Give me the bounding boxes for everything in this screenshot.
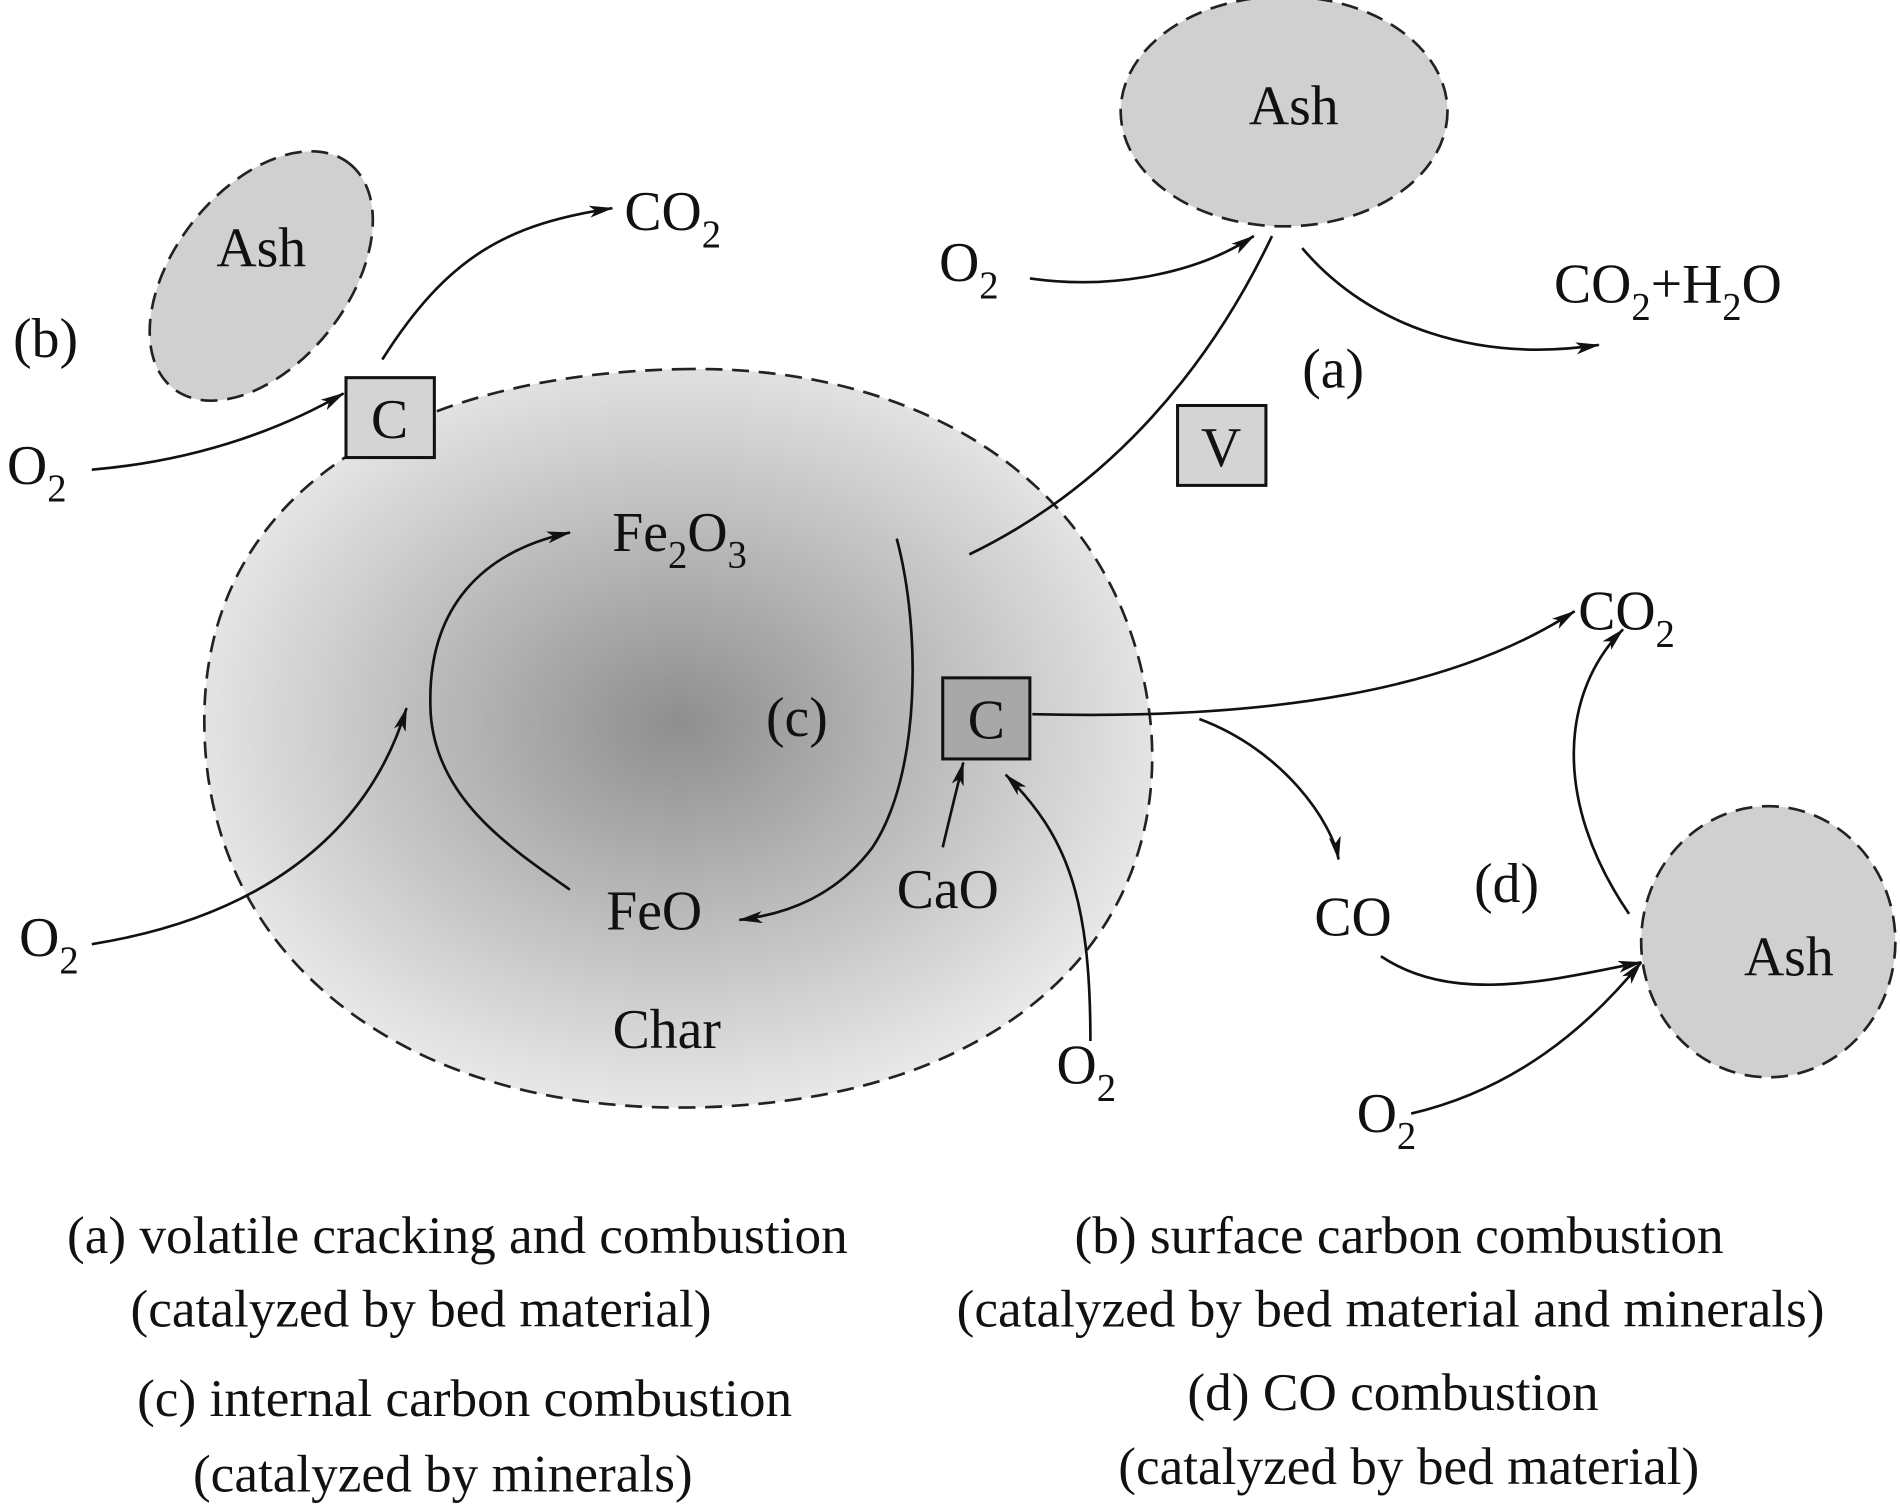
tag-c: (c): [766, 687, 828, 749]
caption-a-line1: (a) volatile cracking and combustion: [67, 1206, 848, 1265]
ash-label-b: Ash: [216, 217, 306, 279]
co2-h2o-label-a: CO2+H2O: [1554, 254, 1782, 329]
legend-captions: (a) volatile cracking and combustion (ca…: [67, 1206, 1825, 1503]
ash-label-d: Ash: [1744, 927, 1834, 989]
volatile-label: V: [1201, 417, 1241, 479]
caption-d-line2: (catalyzed by bed material): [1118, 1437, 1699, 1496]
co2-label-d: CO2: [1578, 580, 1675, 655]
reaction-arrows: [91, 205, 1643, 1115]
internal-carbon-box: [941, 676, 1032, 761]
ash-particle-a: [1119, 0, 1449, 228]
ash-particle-d: [1639, 804, 1897, 1079]
co2-label-b: CO2: [624, 181, 721, 256]
co-label-d: CO: [1314, 887, 1391, 949]
ash-label-a: Ash: [1249, 76, 1339, 138]
o2-label-d: O2: [1357, 1083, 1417, 1158]
internal-carbon-label: C: [968, 689, 1005, 751]
tag-a: (a): [1302, 338, 1364, 400]
tag-d: (d): [1474, 853, 1539, 915]
feo-label: FeO: [606, 881, 702, 943]
fe2o3-label: Fe2O3: [612, 502, 747, 577]
o2-label-c: O2: [19, 907, 79, 982]
surface-carbon-box: [344, 376, 436, 460]
o2-label-a: O2: [939, 232, 999, 307]
char-label: Char: [613, 999, 722, 1061]
caption-c-line1: (c) internal carbon combustion: [137, 1369, 792, 1428]
caption-c-line2: (catalyzed by minerals): [193, 1444, 693, 1503]
o2-label-char: O2: [1057, 1034, 1117, 1109]
caption-b-line1: (b) surface carbon combustion: [1075, 1206, 1724, 1265]
ash-particle-b: [148, 149, 375, 403]
caption-a-line2: (catalyzed by bed material): [131, 1280, 712, 1339]
caption-d-line1: (d) CO combustion: [1187, 1363, 1598, 1422]
caption-b-line2: (catalyzed by bed material and minerals): [957, 1280, 1825, 1339]
surface-carbon-label: C: [371, 389, 408, 451]
volatile-box: [1176, 403, 1268, 487]
o2-label-b: O2: [7, 435, 67, 510]
tag-b: (b): [13, 308, 78, 370]
char-particle: [203, 367, 1154, 1109]
cao-label: CaO: [897, 859, 999, 921]
